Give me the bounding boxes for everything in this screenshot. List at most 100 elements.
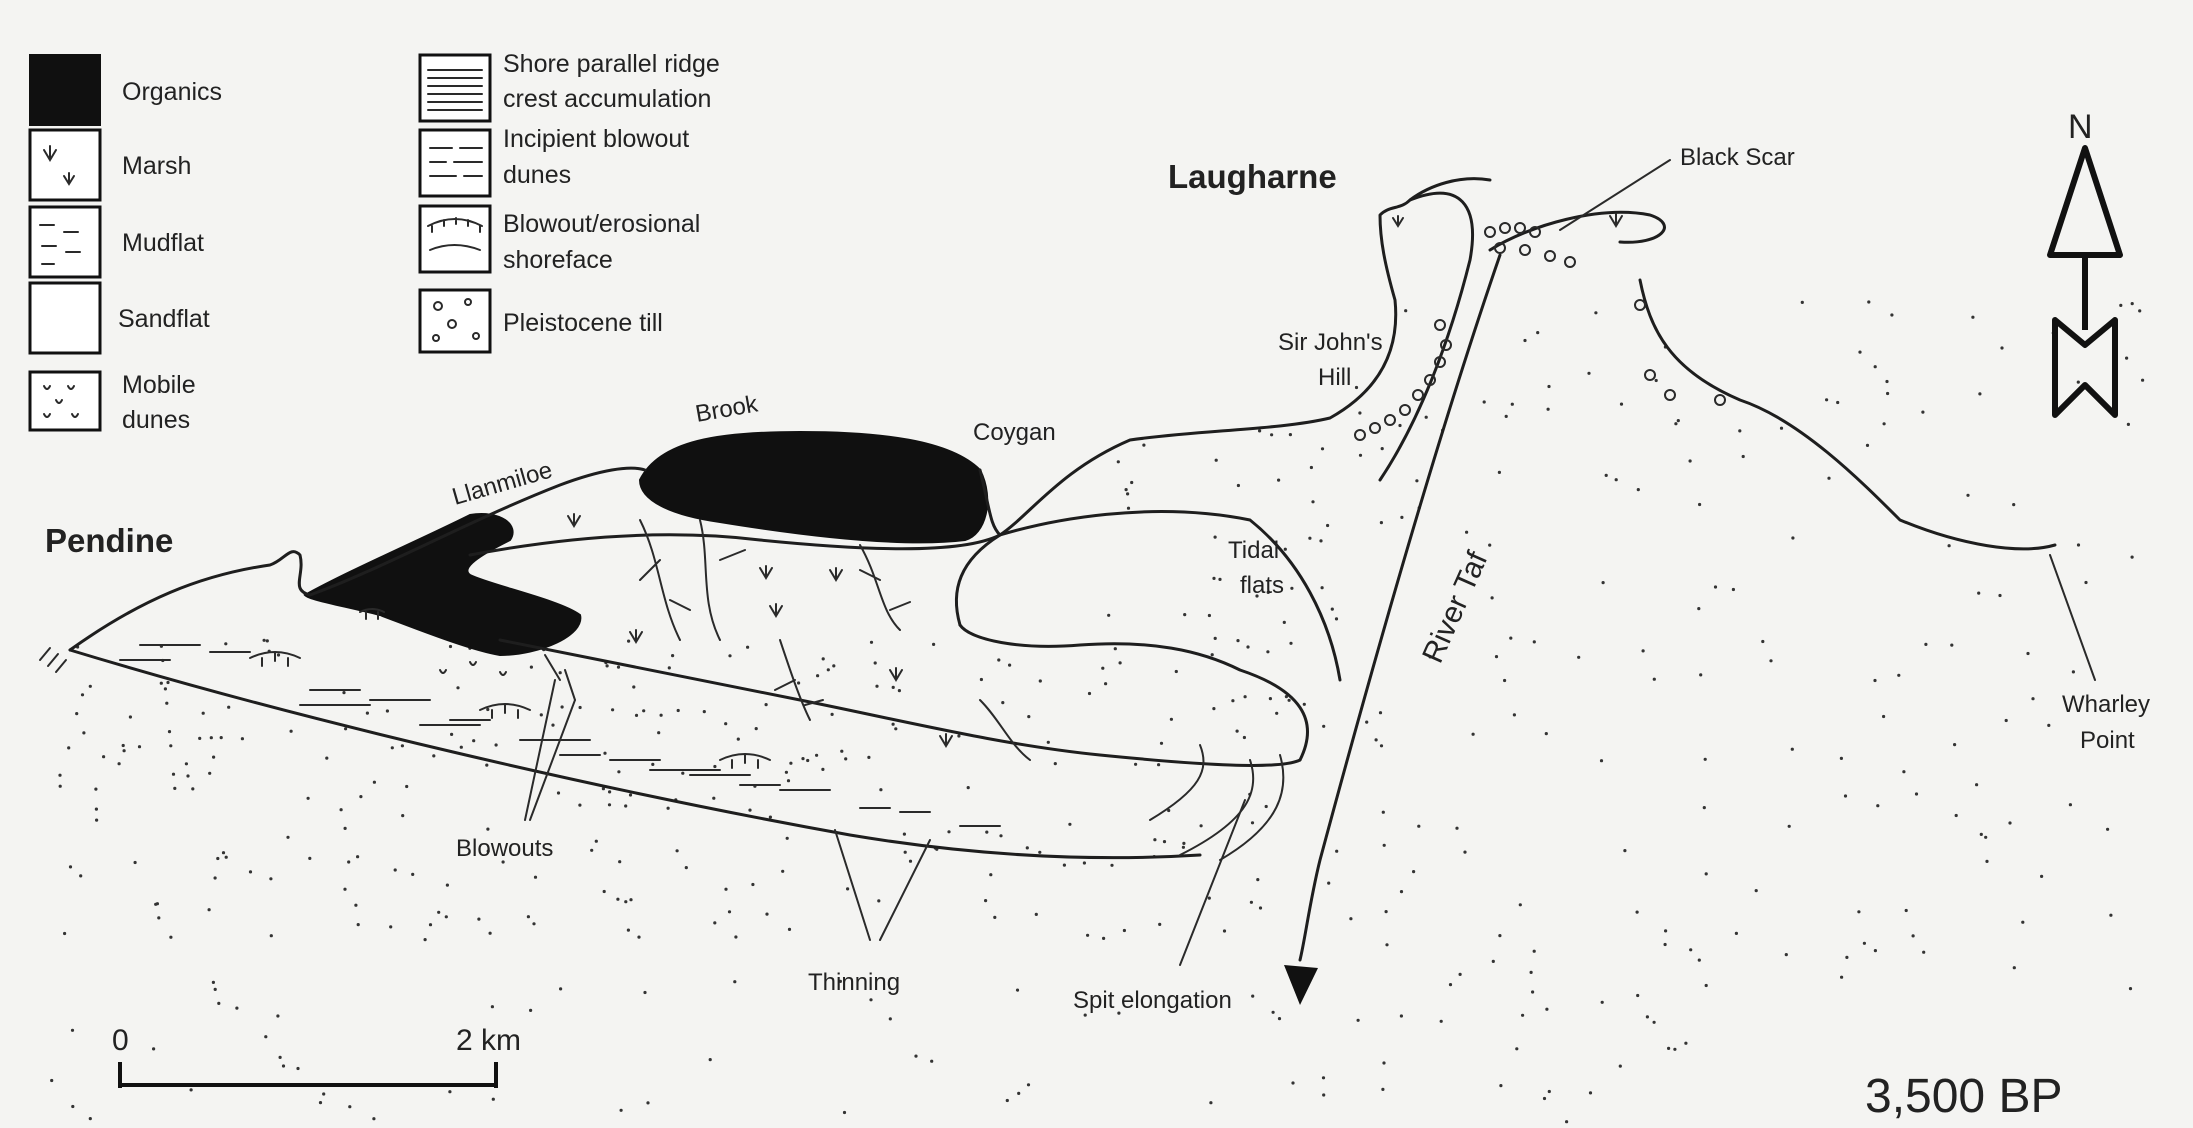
sand-dot xyxy=(1800,300,1804,304)
sand-dot xyxy=(1857,910,1861,914)
sand-dot xyxy=(494,743,498,747)
sand-dot xyxy=(1379,744,1384,748)
sand-dot xyxy=(276,653,281,657)
sand-dot xyxy=(2031,697,2035,701)
sand-dot xyxy=(2047,723,2051,728)
sand-dot xyxy=(785,836,789,840)
sand-dot xyxy=(1547,1089,1551,1094)
sand-dot xyxy=(1015,988,1020,992)
sand-dot xyxy=(1509,636,1513,640)
sand-dot xyxy=(1697,958,1701,962)
place-sir-johns: Sir John's xyxy=(1278,329,1383,356)
sand-dot xyxy=(306,796,310,800)
sand-dot xyxy=(189,1088,193,1092)
sand-dot xyxy=(1381,1087,1385,1091)
sand-dot xyxy=(1167,808,1171,813)
sand-dot xyxy=(846,887,850,891)
sand-dot xyxy=(448,1090,452,1094)
sand-dot xyxy=(560,705,564,709)
sand-dot xyxy=(708,1058,712,1062)
sand-dot xyxy=(675,849,679,853)
sand-dot xyxy=(601,787,606,791)
sand-dot xyxy=(879,788,883,792)
scale-end: 2 km xyxy=(456,1024,521,1057)
sand-dot xyxy=(1635,910,1639,914)
sand-dot xyxy=(1599,759,1604,763)
sand-dot xyxy=(1902,770,1906,774)
sand-dot xyxy=(191,787,195,791)
sand-dot xyxy=(1212,707,1216,711)
sand-dot xyxy=(276,1014,280,1018)
sand-dot xyxy=(1101,666,1105,670)
sand-dot xyxy=(989,873,993,877)
legend-label-erosional-shoreface: Blowout/erosional xyxy=(503,210,700,238)
legend-label-blowout-dunes: Incipient blowout xyxy=(503,125,689,153)
sand-dot xyxy=(389,925,393,929)
sand-dot xyxy=(1027,715,1031,719)
sand-dot xyxy=(559,987,563,991)
marsh-creeks xyxy=(639,519,1031,761)
sand-dot xyxy=(423,938,427,942)
sand-dot xyxy=(1183,613,1187,617)
sand-dot xyxy=(1231,699,1235,703)
sand-dot xyxy=(1330,607,1334,611)
sand-dot xyxy=(1153,838,1157,842)
sand-dot xyxy=(224,642,228,646)
sand-dot xyxy=(1083,1013,1087,1017)
sand-dot xyxy=(1985,859,1989,864)
sand-dot xyxy=(207,908,211,912)
sand-dot xyxy=(80,693,85,697)
sand-dot xyxy=(1110,863,1114,867)
sand-dot xyxy=(1242,735,1246,740)
sand-dot xyxy=(75,712,79,716)
sand-dot xyxy=(1412,870,1416,874)
sand-dot xyxy=(702,710,706,714)
sand-dot xyxy=(1873,678,1877,683)
sand-dot xyxy=(157,916,161,920)
sand-dot xyxy=(94,787,98,791)
sand-dot xyxy=(751,882,755,887)
sand-dot xyxy=(838,979,843,984)
sand-dot xyxy=(1532,640,1536,644)
sand-dot xyxy=(1512,713,1516,717)
sand-dot xyxy=(372,780,376,784)
sand-dot xyxy=(133,860,137,865)
legend-label-till: Pleistocene till xyxy=(503,309,663,337)
sand-dot xyxy=(1463,850,1467,854)
sand-dot xyxy=(1142,443,1146,447)
legend-label-mobile-dunes: Mobile xyxy=(122,371,196,399)
sand-dot xyxy=(1235,729,1239,733)
sand-dot xyxy=(842,1110,847,1115)
sand-dot xyxy=(768,815,773,819)
sand-dot xyxy=(1169,717,1173,721)
sand-dot xyxy=(289,729,293,733)
annotation-thinning: Thinning xyxy=(808,969,900,996)
sand-dot xyxy=(908,859,913,863)
sand-dot xyxy=(1873,949,1877,953)
sand-dot xyxy=(1378,711,1383,715)
sand-dot xyxy=(224,855,228,859)
sand-dot xyxy=(1282,620,1286,625)
sand-dot xyxy=(684,866,688,870)
sand-dot xyxy=(212,755,216,759)
sand-dot xyxy=(888,1017,892,1021)
sand-dot xyxy=(1157,763,1161,767)
sand-dot xyxy=(490,1005,494,1009)
sand-dot xyxy=(826,668,830,672)
sand-dot xyxy=(450,732,454,737)
sand-dot xyxy=(88,1117,92,1121)
sand-dot xyxy=(1979,832,1983,837)
sand-dot xyxy=(58,784,62,788)
sand-dot xyxy=(2071,670,2075,674)
sand-dot xyxy=(671,654,675,658)
sand-dot xyxy=(1542,1096,1547,1101)
sand-dot xyxy=(1277,1017,1282,1021)
sand-dot xyxy=(1017,1091,1021,1095)
sand-dot xyxy=(728,654,732,658)
sand-dot xyxy=(390,746,394,750)
sand-dot xyxy=(558,671,562,675)
sand-dot xyxy=(1966,493,1970,497)
sand-dot xyxy=(1258,906,1263,910)
sand-dot xyxy=(611,708,615,712)
